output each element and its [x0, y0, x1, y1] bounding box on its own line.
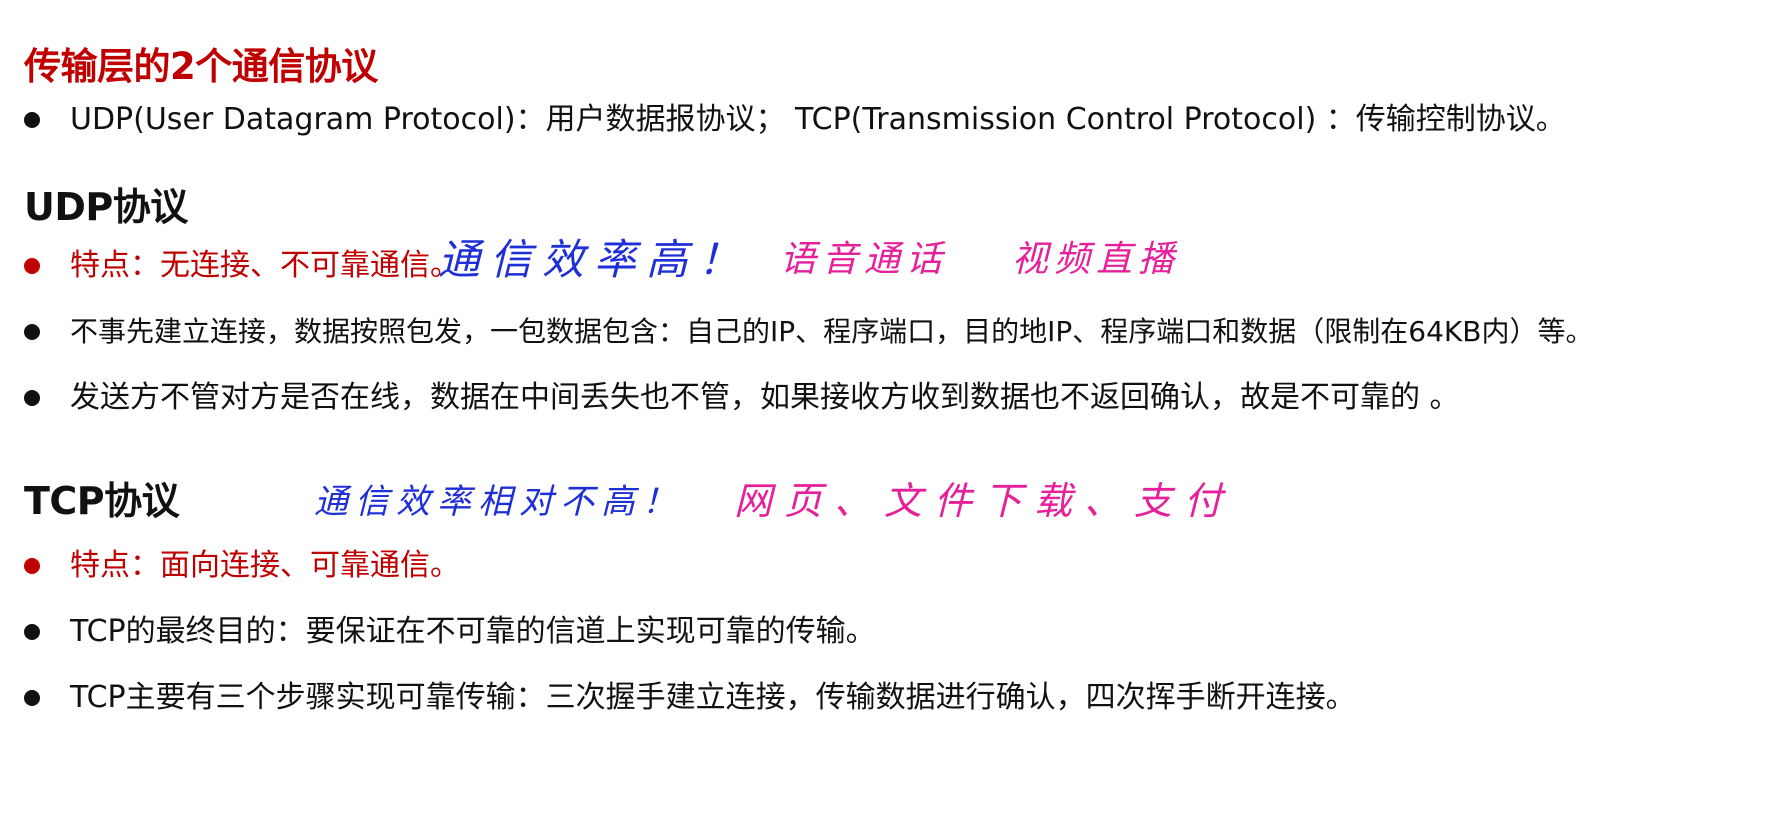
- tcp-use-annotation: 网页、文件下载、支付: [734, 479, 1235, 523]
- tcp-point-1-text: TCP的最终目的：要保证在不可靠的信道上实现可靠的传输。: [70, 614, 876, 649]
- tcp-heading: TCP协议: [24, 479, 180, 523]
- bullet-icon: [24, 112, 40, 128]
- bullet-icon: [24, 258, 40, 274]
- bullet-icon: [24, 558, 40, 574]
- tcp-efficiency-annotation: 通信效率相对不高！: [314, 482, 683, 522]
- intro-line: UDP(User Datagram Protocol)：用户数据报协议； TCP…: [24, 100, 1566, 140]
- udp-efficiency-annotation: 通信效率高！: [438, 235, 751, 284]
- udp-point-1-text: 不事先建立连接，数据按照包发，一包数据包含：自己的IP、程序端口，目的地IP、程…: [70, 315, 1594, 348]
- tcp-point-2-text: TCP主要有三个步骤实现可靠传输：三次握手建立连接，传输数据进行确认，四次挥手断…: [70, 680, 1356, 715]
- udp-feature-line: 特点：无连接、不可靠通信。: [24, 246, 460, 286]
- udp-feature-text: 特点：无连接、不可靠通信。: [70, 248, 460, 283]
- udp-use-annotation-video: 视频直播: [1012, 239, 1181, 280]
- tcp-point-1: TCP的最终目的：要保证在不可靠的信道上实现可靠的传输。: [24, 612, 876, 652]
- bullet-icon: [24, 324, 40, 340]
- udp-point-2-text: 发送方不管对方是否在线，数据在中间丢失也不管，如果接收方收到数据也不返回确认，故…: [70, 380, 1460, 415]
- tcp-feature-text: 特点：面向连接、可靠通信。: [70, 548, 460, 583]
- tcp-point-2: TCP主要有三个步骤实现可靠传输：三次握手建立连接，传输数据进行确认，四次挥手断…: [24, 678, 1356, 718]
- page-title: 传输层的2个通信协议: [24, 45, 378, 88]
- intro-text: UDP(User Datagram Protocol)：用户数据报协议； TCP…: [70, 102, 1566, 137]
- udp-point-1: 不事先建立连接，数据按照包发，一包数据包含：自己的IP、程序端口，目的地IP、程…: [24, 312, 1594, 352]
- udp-use-annotation-voice: 语音通话: [780, 239, 949, 280]
- tcp-feature-line: 特点：面向连接、可靠通信。: [24, 546, 460, 586]
- udp-point-2: 发送方不管对方是否在线，数据在中间丢失也不管，如果接收方收到数据也不返回确认，故…: [24, 378, 1460, 418]
- bullet-icon: [24, 390, 40, 406]
- bullet-icon: [24, 690, 40, 706]
- bullet-icon: [24, 624, 40, 640]
- udp-heading: UDP协议: [24, 185, 188, 229]
